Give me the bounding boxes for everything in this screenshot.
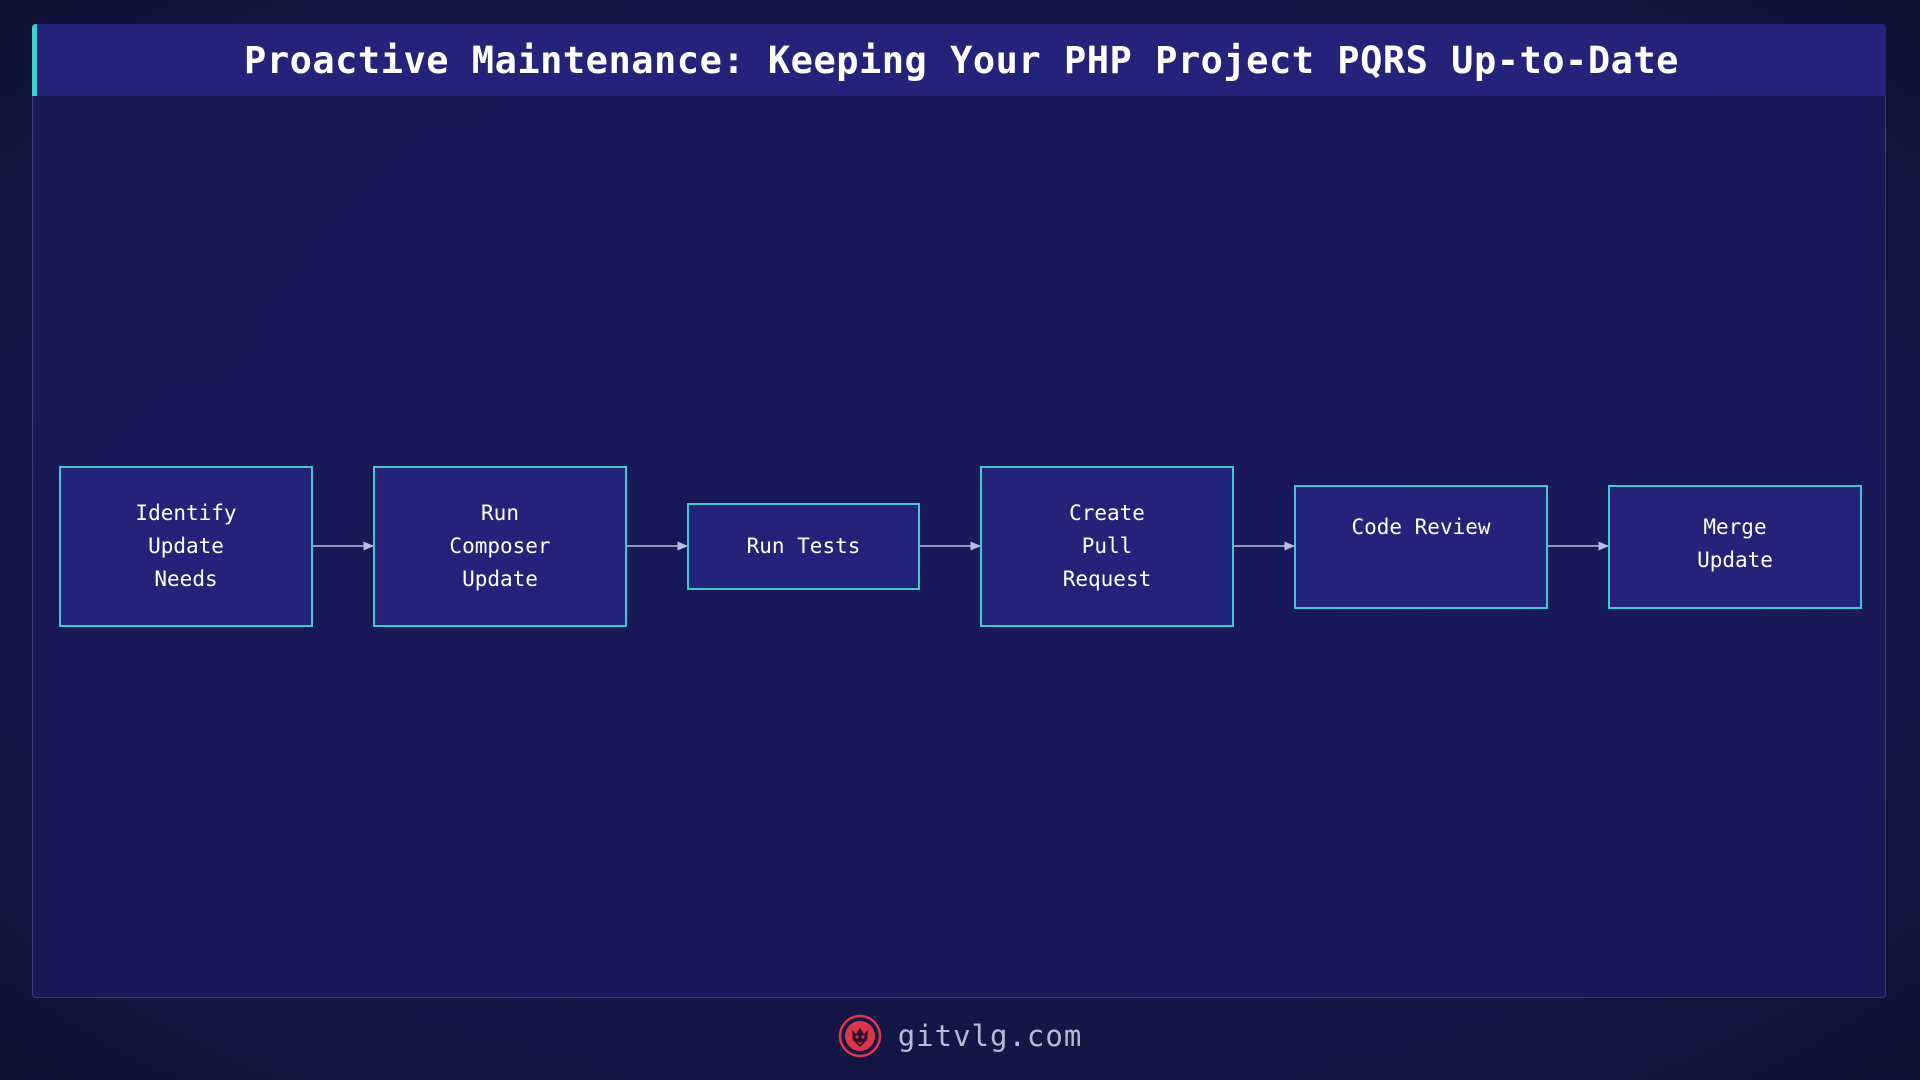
node-create-pull-request: Create Pull Request bbox=[980, 466, 1234, 627]
footer: gitvlg.com bbox=[0, 1010, 1920, 1062]
lion-head-icon bbox=[838, 1014, 881, 1058]
title-bar: Proactive Maintenance: Keeping Your PHP … bbox=[32, 24, 1886, 96]
page-title: Proactive Maintenance: Keeping Your PHP … bbox=[244, 38, 1679, 82]
node-run-composer-update: Run Composer Update bbox=[373, 466, 627, 627]
footer-site-link[interactable]: gitvlg.com bbox=[897, 1019, 1083, 1053]
node-run-tests: Run Tests bbox=[687, 503, 920, 590]
node-merge-update: Merge Update bbox=[1608, 485, 1862, 609]
node-code-review: Code Review bbox=[1294, 485, 1548, 609]
node-identify-update-needs: Identify Update Needs bbox=[59, 466, 313, 627]
diagram-panel bbox=[32, 24, 1886, 998]
